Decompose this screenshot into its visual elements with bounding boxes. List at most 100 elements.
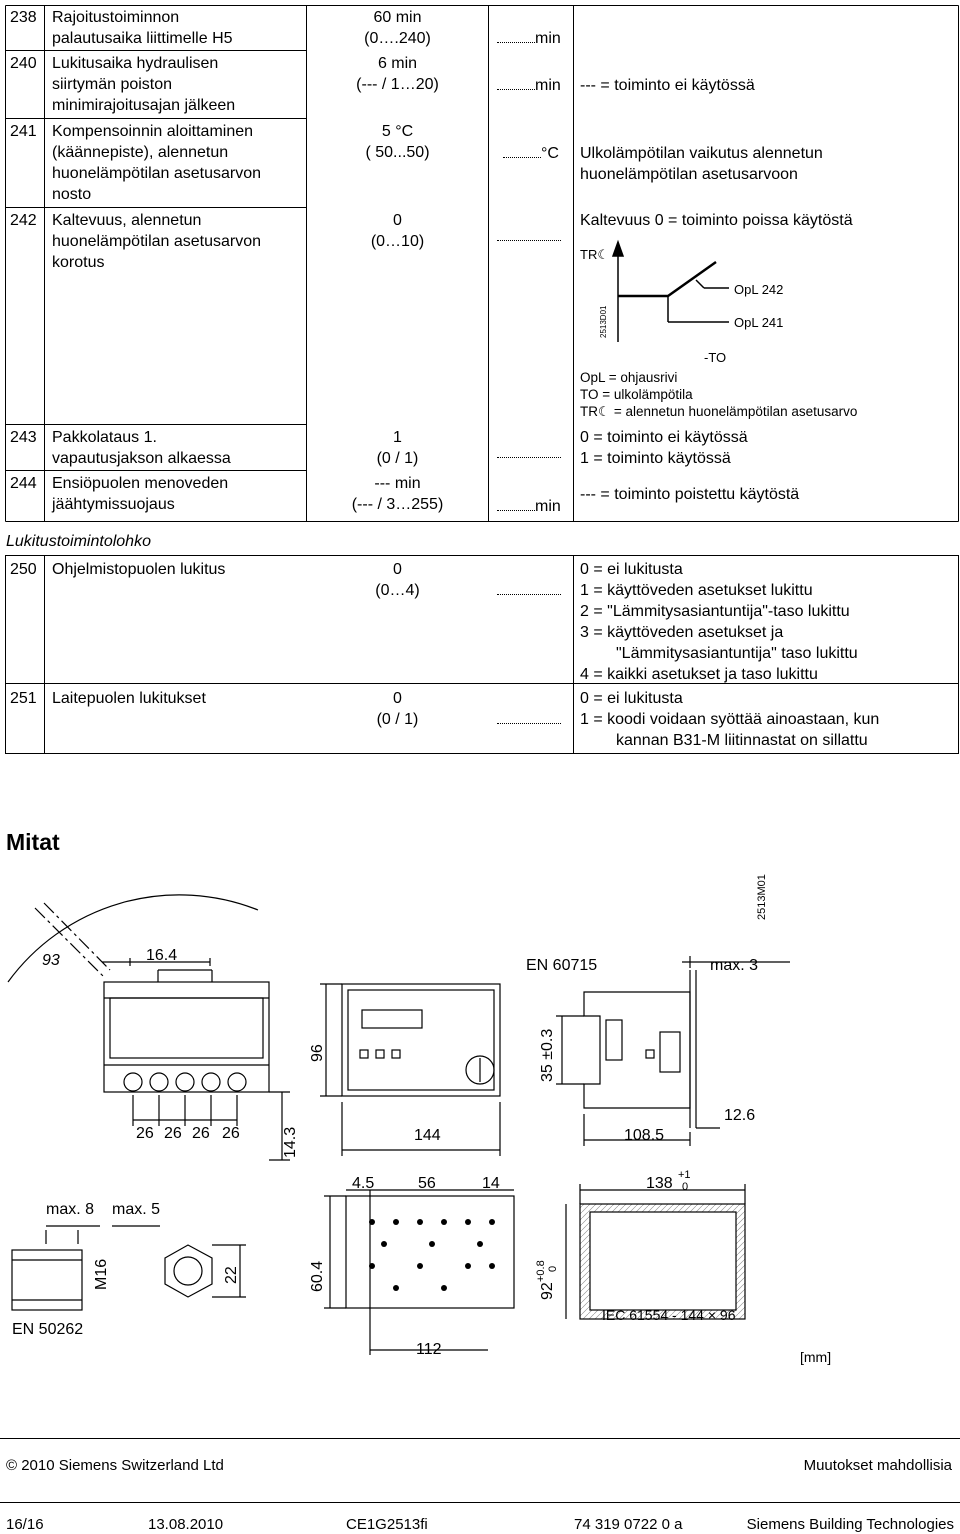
row-251-note: 0 = ei lukitusta 1 = koodi voidaan syött… [580, 688, 879, 751]
row-238-value-default: 60 min [373, 9, 422, 26]
row-250-unit-field[interactable] [497, 580, 561, 601]
footer-date: 13.08.2010 [148, 1516, 224, 1533]
row-250-note-line: 2 = "Lämmitysasiantuntija"-taso lukittu [580, 603, 850, 620]
row-238-unit-field[interactable]: min [497, 28, 561, 49]
row-240-name-line: Lukitusaika hydraulisen [52, 55, 219, 72]
dim-92-tol-bot: 0 [547, 1266, 559, 1272]
row-238-name-line: palautusaika liittimelle H5 [52, 30, 233, 47]
row-240-name-line: siirtymän poiston [52, 76, 173, 93]
dim-138-tol-top: +1 [678, 1169, 691, 1181]
row-243-value-default: 1 [393, 429, 402, 446]
dim-22: 22 [223, 1266, 240, 1284]
row-240-note: --- = toiminto ei käytössä [580, 77, 755, 94]
row-238-value-range: (0….240) [364, 30, 431, 47]
drawing-code: 2513M01 [756, 874, 768, 920]
dim-14-3: 14.3 [282, 1127, 299, 1158]
swing-arc [7, 894, 259, 983]
dim-92: 92 [539, 1282, 556, 1300]
cable-gland [11, 1249, 83, 1311]
terminal-hole [227, 1072, 247, 1092]
row-250-num: 250 [10, 561, 37, 578]
footer-number: 74 319 0722 0 a [574, 1516, 683, 1533]
dim-max3: max. 3 [710, 957, 758, 974]
legend-line: TO = ulkolämpötila [580, 387, 693, 402]
row-243-note: 0 = toiminto ei käytössä 1 = toiminto kä… [580, 427, 748, 469]
footer-divider-bottom [0, 1502, 960, 1503]
footer-changes: Muutokset mahdollisia [803, 1457, 952, 1474]
row-250-value-range: (0…4) [375, 582, 420, 599]
row-243-name: Pakkolataus 1. vapautusjakson alkaessa [52, 427, 231, 469]
row-242-name-line: korotus [52, 254, 105, 271]
row-240-unit-field[interactable]: min [497, 75, 561, 96]
dim-138-tol-bot: 0 [682, 1181, 688, 1193]
row-240-value-range: (--- / 1…20) [356, 76, 439, 93]
terminal-hole [175, 1072, 195, 1092]
dim-26: 26 [192, 1125, 210, 1142]
row-241-value: 5 °C ( 50...50) [307, 121, 488, 163]
row-242-value: 0 (0…10) [307, 210, 488, 252]
graph-legend: OpL = ohjausrivi TO = ulkolämpötila TR☾ … [580, 369, 857, 420]
row-250-note-line: "Lämmitysasiantuntija" taso lukittu [616, 645, 858, 662]
row-238-name-line: Rajoitustoiminnon [52, 9, 180, 26]
row-243-note-line: 1 = toiminto käytössä [580, 450, 731, 467]
row-251-unit-field[interactable] [497, 709, 561, 730]
mitat-title: Mitat [6, 829, 60, 855]
row-251-note-line: kannan B31-M liitinnastat on sillattu [616, 732, 868, 749]
upper-table-grid [5, 5, 959, 522]
dim-26: 26 [222, 1125, 240, 1142]
row-242-num: 242 [10, 212, 37, 229]
row-241-name-line: Kompensoinnin aloittaminen [52, 123, 254, 140]
dim-max8: max. 8 [46, 1201, 94, 1218]
row-243-value-range: (0 / 1) [376, 450, 419, 467]
dimension-drawing: 2513M01 93 16.4 26 26 26 26 14.3 96 144 … [7, 874, 831, 1365]
front-display [361, 1009, 423, 1029]
row-244-unit-field[interactable]: min [497, 496, 561, 517]
swing-centerline [34, 907, 105, 978]
dim-16-4: 16.4 [146, 947, 177, 964]
row-243-unit-field[interactable] [497, 443, 561, 464]
row-240-unit: min [535, 77, 561, 94]
dim-112: 112 [416, 1341, 442, 1358]
row-243-name-line: vapautusjakson alkaessa [52, 450, 231, 467]
dim-144: 144 [414, 1127, 441, 1144]
terminal-hole [201, 1072, 221, 1092]
row-242-unit-field[interactable] [497, 226, 561, 247]
row-244-name-line: Ensiöpuolen menoveden [52, 475, 229, 492]
graph-label-to: -TO [704, 350, 726, 365]
row-244-unit: min [535, 498, 561, 515]
row-243-name-line: Pakkolataus 1. [52, 429, 157, 446]
footer-page: 16/16 [6, 1516, 44, 1533]
row-241-name: Kompensoinnin aloittaminen (käännepiste)… [52, 121, 261, 205]
row-241-name-line: nosto [52, 186, 92, 203]
row-242-name-line: Kaltevuus, alennetun [52, 212, 202, 229]
row-250-value: 0 (0…4) [307, 559, 488, 601]
row-251-note-line: 1 = koodi voidaan syöttää ainoastaan, ku… [580, 711, 880, 728]
row-251-name: Laitepuolen lukitukset [52, 690, 206, 707]
section-title: Lukitustoimintolohko [6, 533, 151, 550]
row-241-value-default: 5 °C [381, 123, 414, 140]
row-242-name-line: huonelämpötilan asetusarvon [52, 233, 262, 250]
row-244-value-default: --- min [374, 475, 421, 492]
dim-26: 26 [136, 1125, 154, 1142]
dim-26: 26 [164, 1125, 182, 1142]
row-244-name: Ensiöpuolen menoveden jäähtymissuojaus [52, 473, 228, 515]
row-250-note-line: 0 = ei lukitusta [580, 561, 683, 578]
selector-knob [465, 1055, 495, 1085]
row-250-note-line: 1 = käyttöveden asetukset lukittu [580, 582, 813, 599]
row-241-unit-field[interactable]: °C [503, 143, 559, 164]
row-250-note-line: 3 = käyttöveden asetukset ja [580, 624, 784, 641]
row-241-value-range: ( 50...50) [365, 144, 430, 161]
legend-line: OpL = ohjausrivi [580, 370, 678, 385]
din-rail-profile [583, 991, 691, 1109]
terminal-hole [123, 1072, 143, 1092]
row-251-value: 0 (0 / 1) [307, 688, 488, 730]
row-250-note-line: 4 = kaikki asetukset ja taso lukittu [580, 666, 818, 683]
graph-y-arrow [611, 239, 625, 257]
row-241-name-line: (käännepiste), alennetun [52, 144, 229, 161]
label-mm: [mm] [800, 1349, 831, 1365]
row-238-unit: min [535, 30, 561, 47]
row-244-value-range: (--- / 3…255) [351, 496, 444, 513]
row-244-note: --- = toiminto poistettu käytöstä [580, 486, 800, 503]
gland-nut [164, 1244, 213, 1298]
row-240-value-default: 6 min [377, 55, 418, 72]
